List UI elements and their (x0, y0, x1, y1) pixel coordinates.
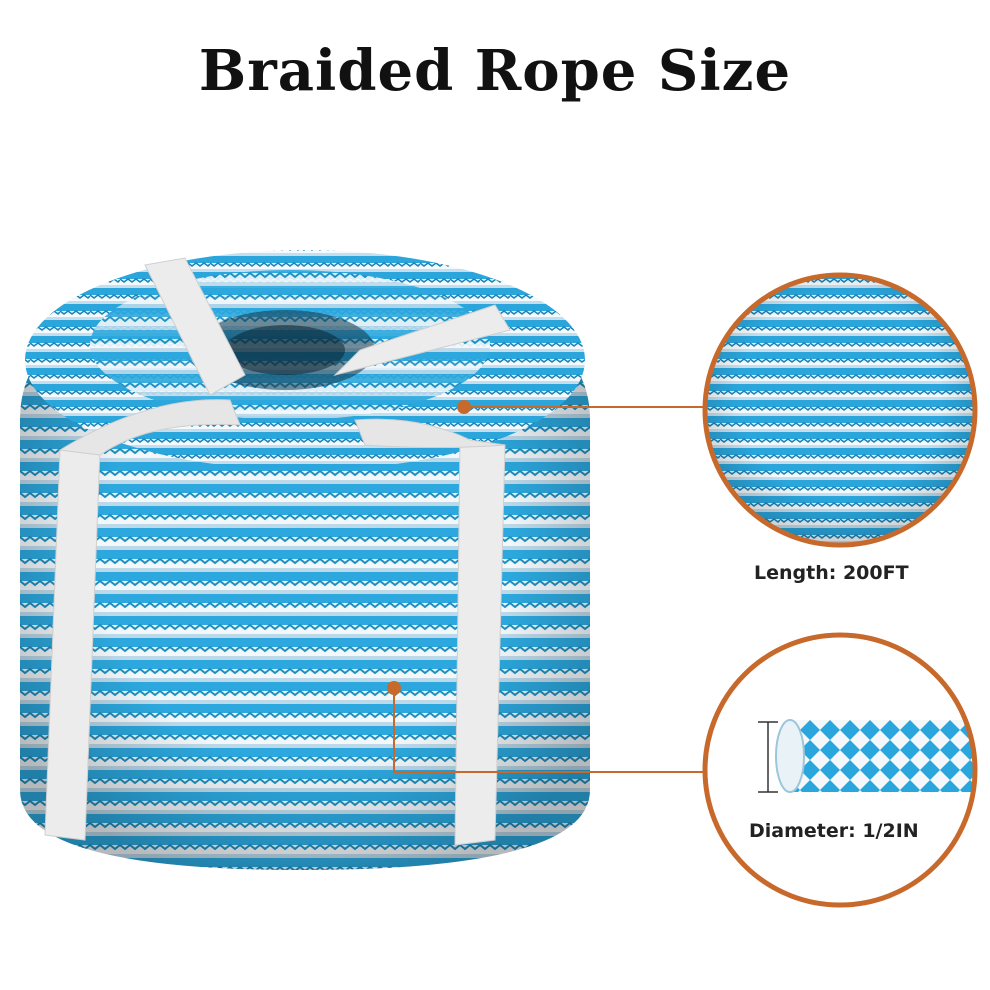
diameter-measure-icon (758, 721, 778, 793)
length-label: Length: 200FT (754, 562, 909, 584)
diameter-label: Diameter: 1/2IN (749, 820, 919, 842)
rope-coil (20, 250, 590, 870)
length-callout-line (457, 400, 708, 414)
diameter-zoom-circle (702, 632, 978, 908)
length-zoom-circle (702, 272, 978, 548)
packing-straps (44, 257, 511, 846)
diameter-callout-line (387, 681, 708, 773)
page-title: Braided Rope Size (198, 38, 792, 104)
